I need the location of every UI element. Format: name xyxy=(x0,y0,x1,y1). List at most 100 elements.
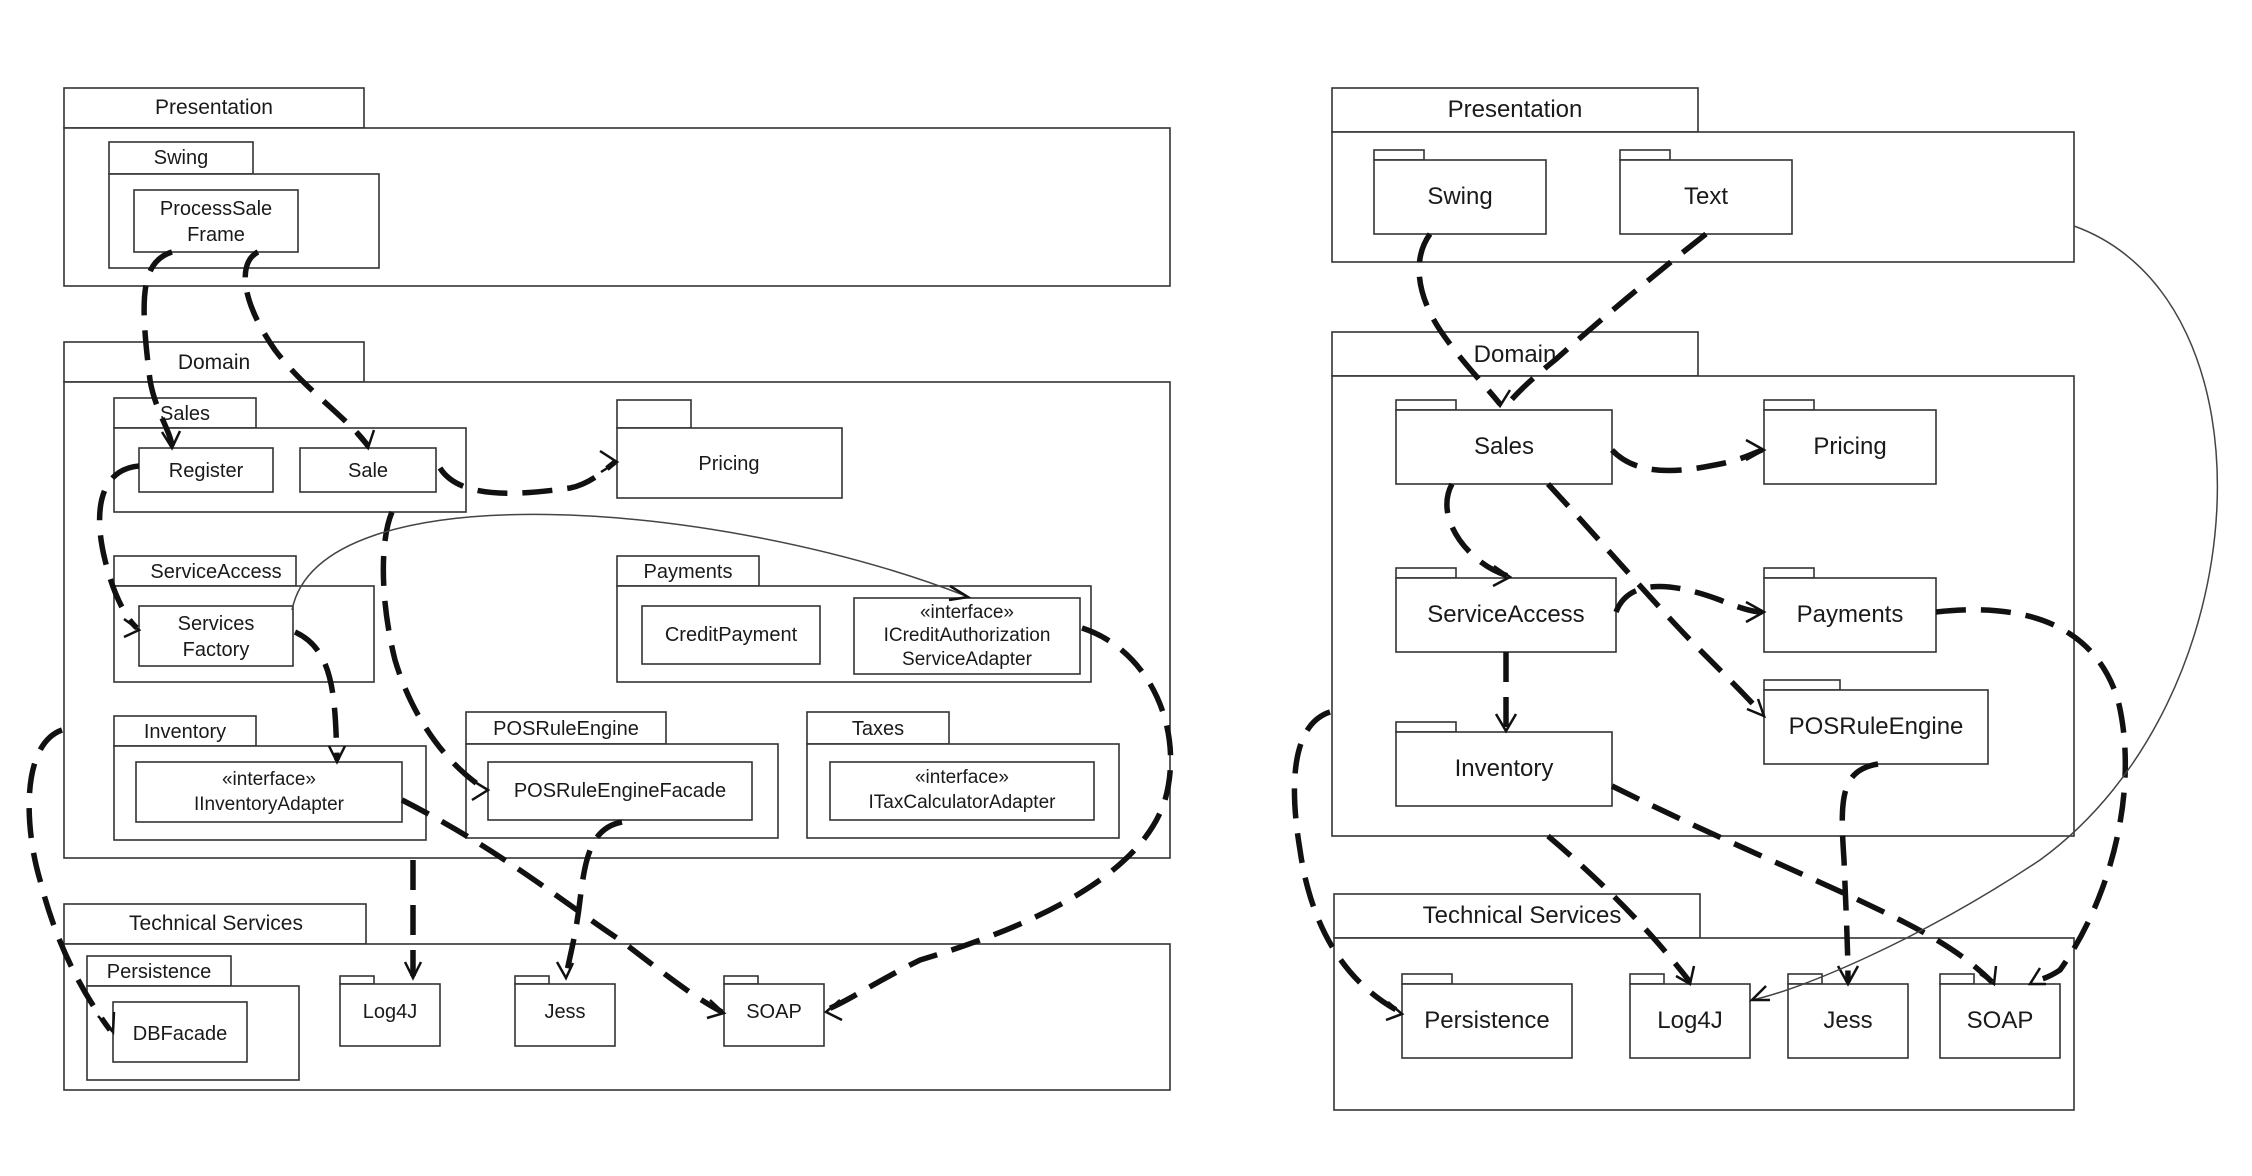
arrowhead-right-soap-from-payments xyxy=(2027,967,2046,986)
arrowhead-right-persistence xyxy=(1385,1001,1405,1022)
dep-register-to-services-factory xyxy=(96,463,140,631)
right-pricing-package: Pricing xyxy=(1763,399,1937,485)
dep-sale-to-pricing xyxy=(437,459,617,496)
right-payments-package: Payments xyxy=(1763,567,1937,653)
left-taxes-label: Taxes xyxy=(852,718,904,740)
arrowhead-right-sales-a xyxy=(1487,389,1512,409)
right-jess-package: Jess xyxy=(1787,973,1909,1059)
dep-text-to-sales xyxy=(1503,231,1708,408)
iinventory-adapter-interface: «interface» IInventoryAdapter xyxy=(135,761,403,823)
right-log4j-label: Log4J xyxy=(1657,1007,1722,1034)
right-pos-rule-engine-label: POSRuleEngine xyxy=(1789,713,1964,740)
dep-services-factory-to-iinventory xyxy=(293,629,340,761)
dep-pos-facade-to-jess xyxy=(563,819,623,977)
left-soap-label: SOAP xyxy=(746,1001,802,1023)
dep-pos-rule-engine-to-jess xyxy=(1839,761,1879,983)
credit-payment-class: CreditPayment xyxy=(641,605,821,665)
right-swing-label: Swing xyxy=(1427,183,1492,210)
left-sales-label: Sales xyxy=(160,403,210,425)
process-sale-frame-line1: ProcessSale xyxy=(160,198,272,220)
icredit-stereotype: «interface» xyxy=(920,602,1014,623)
sale-label: Sale xyxy=(348,460,388,482)
association-presentation-to-log4j xyxy=(1751,225,2219,1001)
services-factory-class: Services Factory xyxy=(138,605,294,667)
arrowhead-jess xyxy=(555,961,575,981)
right-presentation-label: Presentation xyxy=(1448,96,1583,123)
right-persistence-package: Persistence xyxy=(1401,973,1573,1059)
arrowhead-right-inventory xyxy=(1494,713,1518,734)
dep-frame-to-sale xyxy=(242,249,371,448)
arrowhead-log4j xyxy=(403,961,423,981)
pos-rule-engine-facade-class: POSRuleEngineFacade xyxy=(487,761,753,821)
arrowhead-register xyxy=(160,430,182,451)
arrowhead-right-pricing xyxy=(1745,438,1767,462)
dep-payments-to-soap xyxy=(1935,607,2129,985)
arrowhead-services-factory xyxy=(123,617,142,639)
arrowhead-soap-from-iinventory xyxy=(706,999,727,1020)
dep-swing-to-sales xyxy=(1416,232,1503,406)
left-diagram: Presentation Swing ProcessSale Frame Dom… xyxy=(26,87,1174,1091)
arrowhead-pos-facade xyxy=(469,777,491,802)
left-jess-package: Jess xyxy=(514,975,616,1047)
arrowhead-soap-from-icredit xyxy=(823,999,843,1022)
dep-inventory-to-soap xyxy=(1610,783,1994,984)
process-sale-frame-class: ProcessSale Frame xyxy=(133,189,299,253)
services-factory-line1: Services xyxy=(178,613,255,635)
arrowhead-pricing xyxy=(599,449,620,474)
left-pos-rule-engine-label: POSRuleEngine xyxy=(493,718,639,740)
dep-domain-to-persistence xyxy=(26,727,113,1032)
right-service-access-label: ServiceAccess xyxy=(1427,601,1584,628)
right-log4j-package: Log4J xyxy=(1629,973,1751,1059)
arrowhead-right-service-access xyxy=(1492,564,1513,588)
services-factory-line2: Factory xyxy=(183,639,250,661)
itax-calculator-adapter-interface: «interface» ITaxCalculatorAdapter xyxy=(829,761,1095,821)
right-inventory-package: Inventory xyxy=(1395,721,1613,807)
left-persistence-label: Persistence xyxy=(107,961,212,983)
right-swing-package: Swing xyxy=(1373,149,1547,235)
right-technical-services-label: Technical Services xyxy=(1423,902,1622,929)
left-domain-label: Domain xyxy=(178,351,250,374)
arrowhead-right-jess xyxy=(1836,965,1860,987)
arrowhead-icredit-assoc xyxy=(948,584,972,602)
right-soap-label: SOAP xyxy=(1967,1007,2034,1034)
dep-sales-to-pricing xyxy=(1609,447,1764,474)
arrowhead-right-payments xyxy=(1745,600,1767,624)
right-sales-package: Sales xyxy=(1395,399,1613,485)
association-factory-to-icredit xyxy=(291,513,967,611)
db-facade-label: DBFacade xyxy=(133,1023,228,1045)
arrowhead-sale xyxy=(355,429,376,451)
sale-class: Sale xyxy=(299,447,437,493)
right-sales-label: Sales xyxy=(1474,433,1534,460)
right-jess-label: Jess xyxy=(1823,1007,1872,1034)
iinventory-label: IInventoryAdapter xyxy=(194,794,345,815)
arrowhead-persistence xyxy=(97,1011,116,1036)
dep-sales-to-pos-rule-engine xyxy=(1545,482,1765,716)
dep-sale-to-pos-facade xyxy=(380,510,488,793)
iinventory-stereotype: «interface» xyxy=(222,769,316,790)
arrowhead-log4j-assoc xyxy=(1748,985,1770,1002)
itax-stereotype: «interface» xyxy=(915,767,1009,788)
left-service-access-label: ServiceAccess xyxy=(150,561,281,583)
right-persistence-label: Persistence xyxy=(1424,1007,1549,1034)
dep-iinventory-to-soap xyxy=(400,797,724,1015)
left-jess-label: Jess xyxy=(544,1001,585,1023)
arrowhead-right-log4j xyxy=(1675,965,1696,986)
register-class: Register xyxy=(138,447,274,493)
left-presentation-label: Presentation xyxy=(155,96,273,119)
register-label: Register xyxy=(169,460,244,482)
db-facade-class: DBFacade xyxy=(112,1001,248,1063)
right-soap-package: SOAP xyxy=(1939,973,2061,1059)
right-inventory-label: Inventory xyxy=(1455,755,1554,782)
right-domain-label: Domain xyxy=(1474,341,1557,368)
icredit-line1: ICreditAuthorization xyxy=(884,625,1051,646)
dep-icredit-to-soap xyxy=(824,625,1174,1013)
left-soap-package: SOAP xyxy=(723,975,825,1047)
icredit-authorization-interface: «interface» ICreditAuthorization Service… xyxy=(853,597,1081,675)
left-pricing-label: Pricing xyxy=(698,453,759,475)
left-swing-label: Swing xyxy=(154,147,208,169)
right-pricing-label: Pricing xyxy=(1813,433,1886,460)
dep-inventory-to-log4j xyxy=(1546,833,1693,984)
icredit-line2: ServiceAdapter xyxy=(902,649,1033,670)
right-diagram: Presentation Swing Text Domain Sales Pri… xyxy=(1291,87,2219,1111)
